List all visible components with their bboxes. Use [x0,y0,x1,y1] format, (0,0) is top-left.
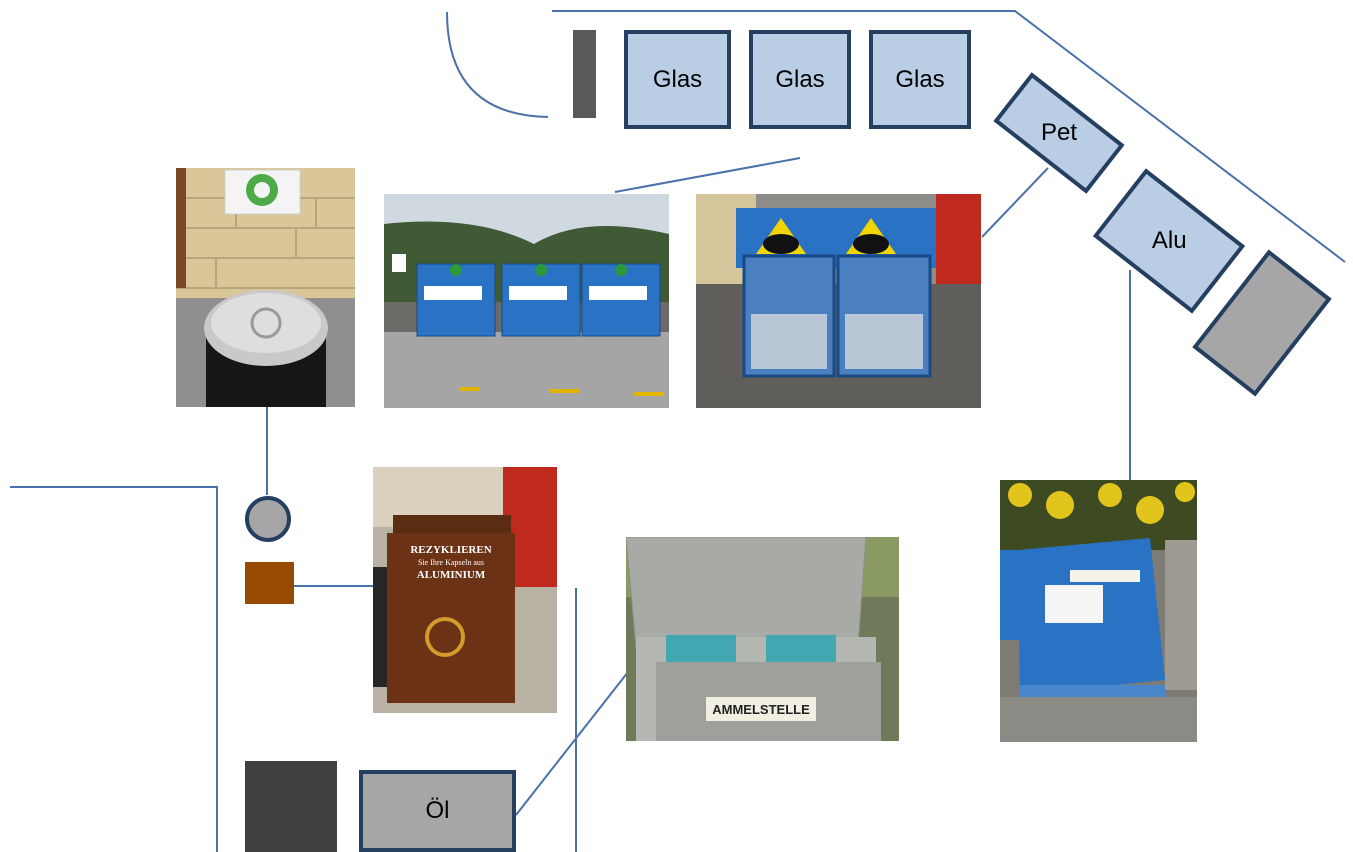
pet-photo-connector [981,167,1049,238]
coffee-bin-text-3: ALUMINIUM [417,569,486,581]
glas-box-3: Glas [869,30,971,129]
aluminium-container-photo [1000,480,1197,742]
glass-photo-connector [614,157,801,193]
dark-container-box [245,761,337,852]
oil-collection-box-photo: AMMELSTELLE [626,537,899,741]
oel-label: Öl [425,797,450,824]
glas-label-3: Glas [895,65,945,93]
coffee-bin-text-2: Sie Ihre Kapseln aus [418,558,484,567]
glas-label-1: Glas [652,65,703,93]
pet-collector-photo [696,194,981,408]
coffee-bin-text-1: REZYKLIEREN [410,544,491,556]
left-boundary-line [10,486,218,852]
alu-label: Alu [1151,227,1187,254]
oel-box: Öl [359,770,516,852]
glas-box-2: Glas [749,30,851,129]
top-boundary-line [552,10,1346,263]
curved-wall-line [446,11,549,118]
pet-label: Pet [1040,119,1078,146]
glas-box-1: Glas [624,30,731,129]
oil-photo-connector [515,671,629,816]
glas-label-2: Glas [775,65,825,93]
coffee-capsule-marker-icon [245,562,294,604]
aluminium-marker-icon [245,496,291,542]
capsule-collector-photo [176,168,355,407]
oil-box-sign-text: AMMELSTELLE [712,702,810,717]
entrance-marker [573,30,596,118]
coffee-capsule-bin-photo: REZYKLIEREN Sie Ihre Kapseln aus ALUMINI… [373,467,557,713]
glass-containers-photo [384,194,669,408]
